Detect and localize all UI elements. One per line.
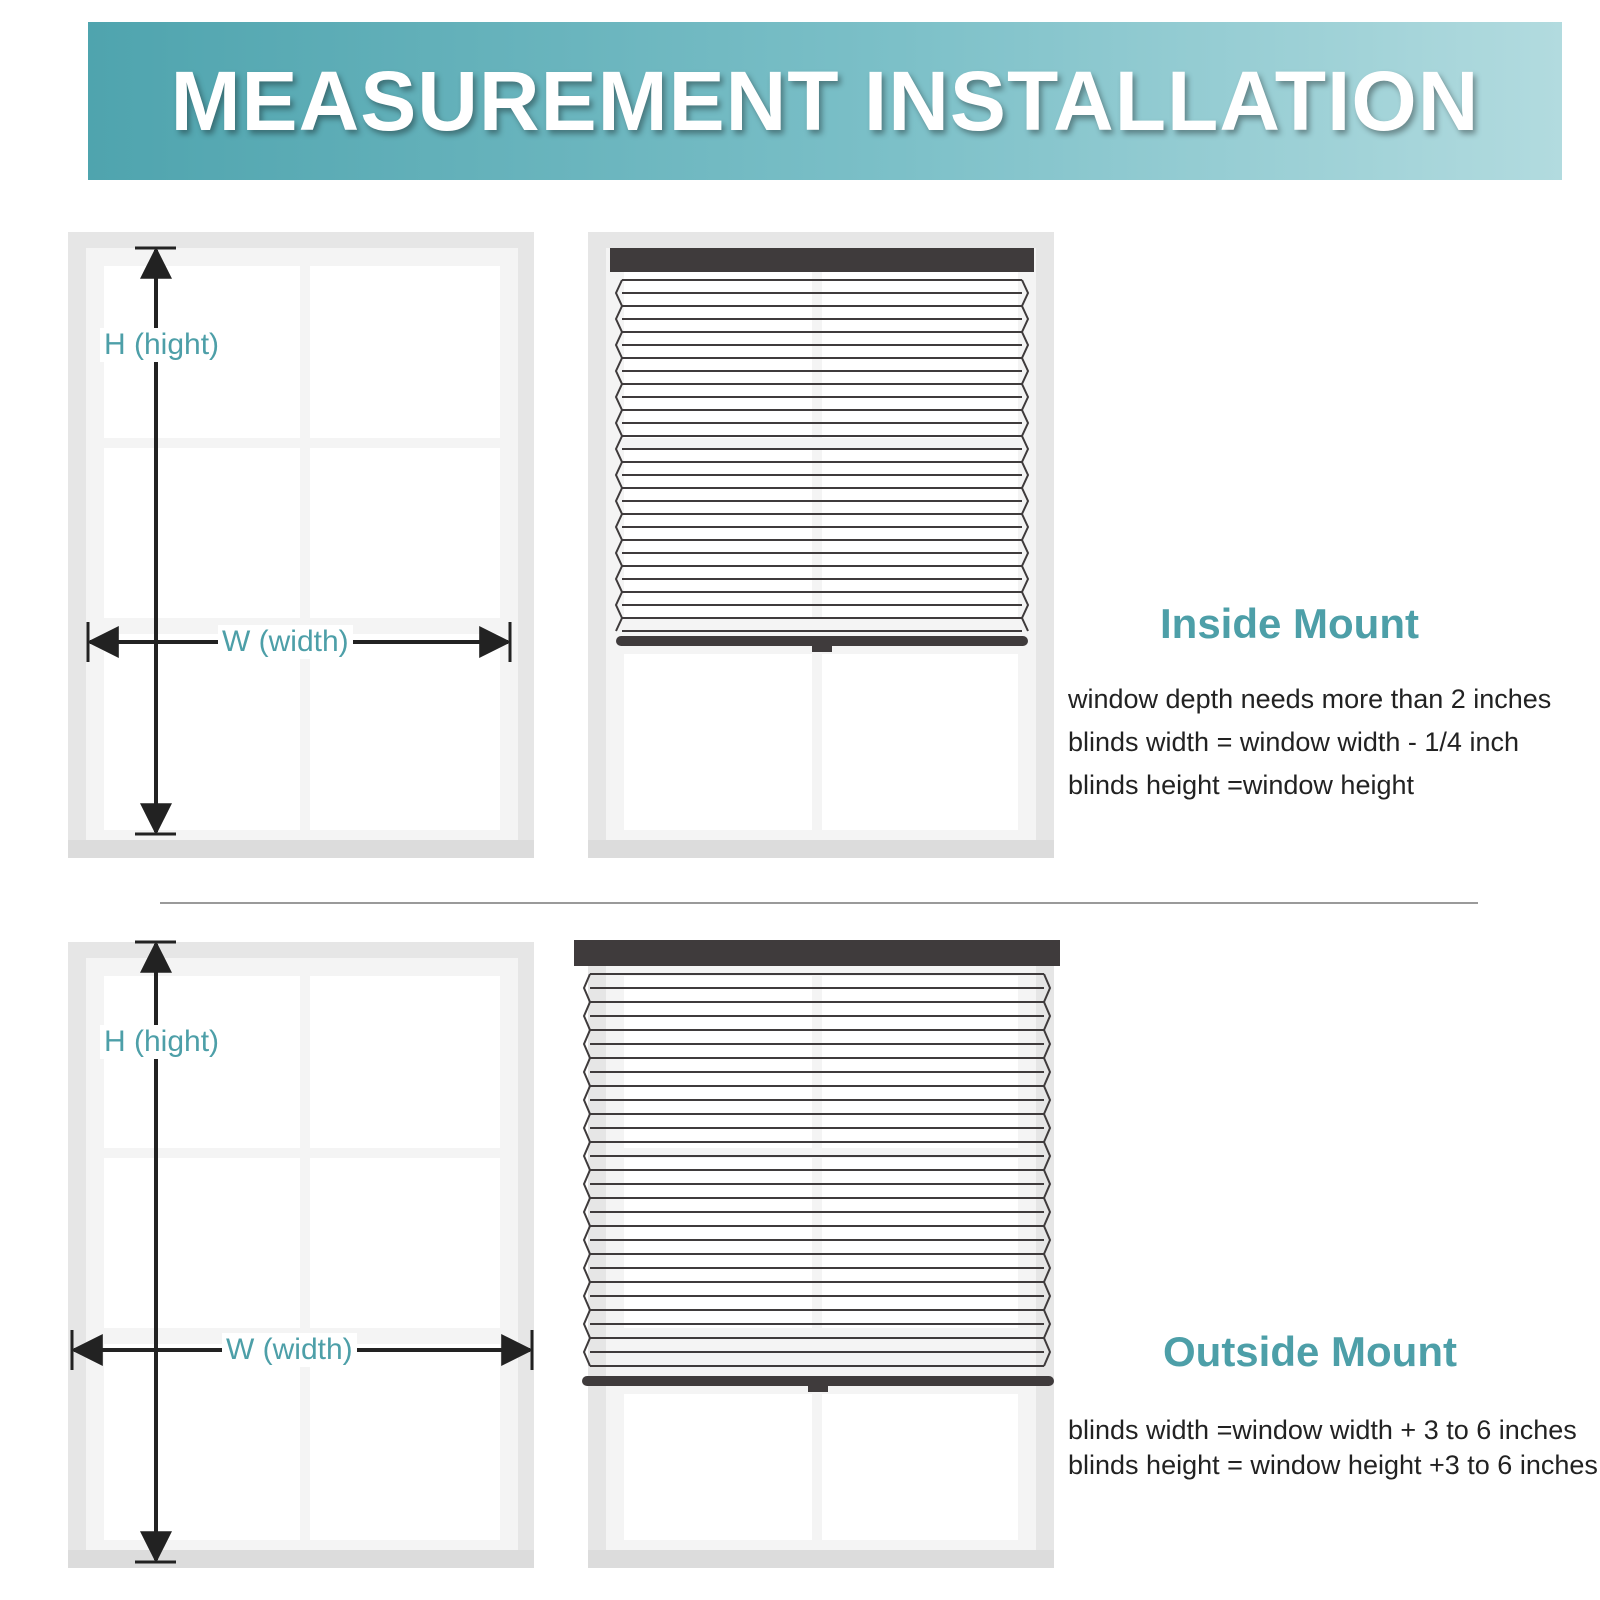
inside-mount-title: Inside Mount (1160, 600, 1419, 647)
blind-inside-mount (610, 248, 1034, 652)
width-label-outside: W (width) (222, 1333, 357, 1367)
outside-mount-title: Outside Mount (1163, 1328, 1457, 1375)
inside-note-3: blinds height =window height (1068, 770, 1414, 800)
pleat-edge (1020, 279, 1030, 632)
window-inside-measure (68, 232, 534, 858)
height-label-outside: H (hight) (100, 1025, 224, 1059)
outside-note-2: blinds height = window height +3 to 6 in… (1068, 1450, 1598, 1480)
inside-note-1: window depth needs more than 2 inches (1068, 684, 1552, 714)
page-title: MEASUREMENT INSTALLATION (170, 53, 1480, 148)
outside-note-1: blinds width =window width + 3 to 6 inch… (1068, 1415, 1577, 1445)
window-inside-mount (588, 232, 1054, 858)
width-label-inside: W (width) (218, 625, 353, 659)
pleat-edge (582, 973, 592, 1367)
height-label-inside: H (hight) (100, 328, 224, 362)
blind-outside-mount (574, 940, 1060, 1392)
pleat-edge (1042, 973, 1052, 1367)
pleat-edge (614, 279, 624, 632)
header-banner: MEASUREMENT INSTALLATION (88, 22, 1562, 180)
inside-note-2: blinds width = window width - 1/4 inch (1068, 727, 1519, 757)
